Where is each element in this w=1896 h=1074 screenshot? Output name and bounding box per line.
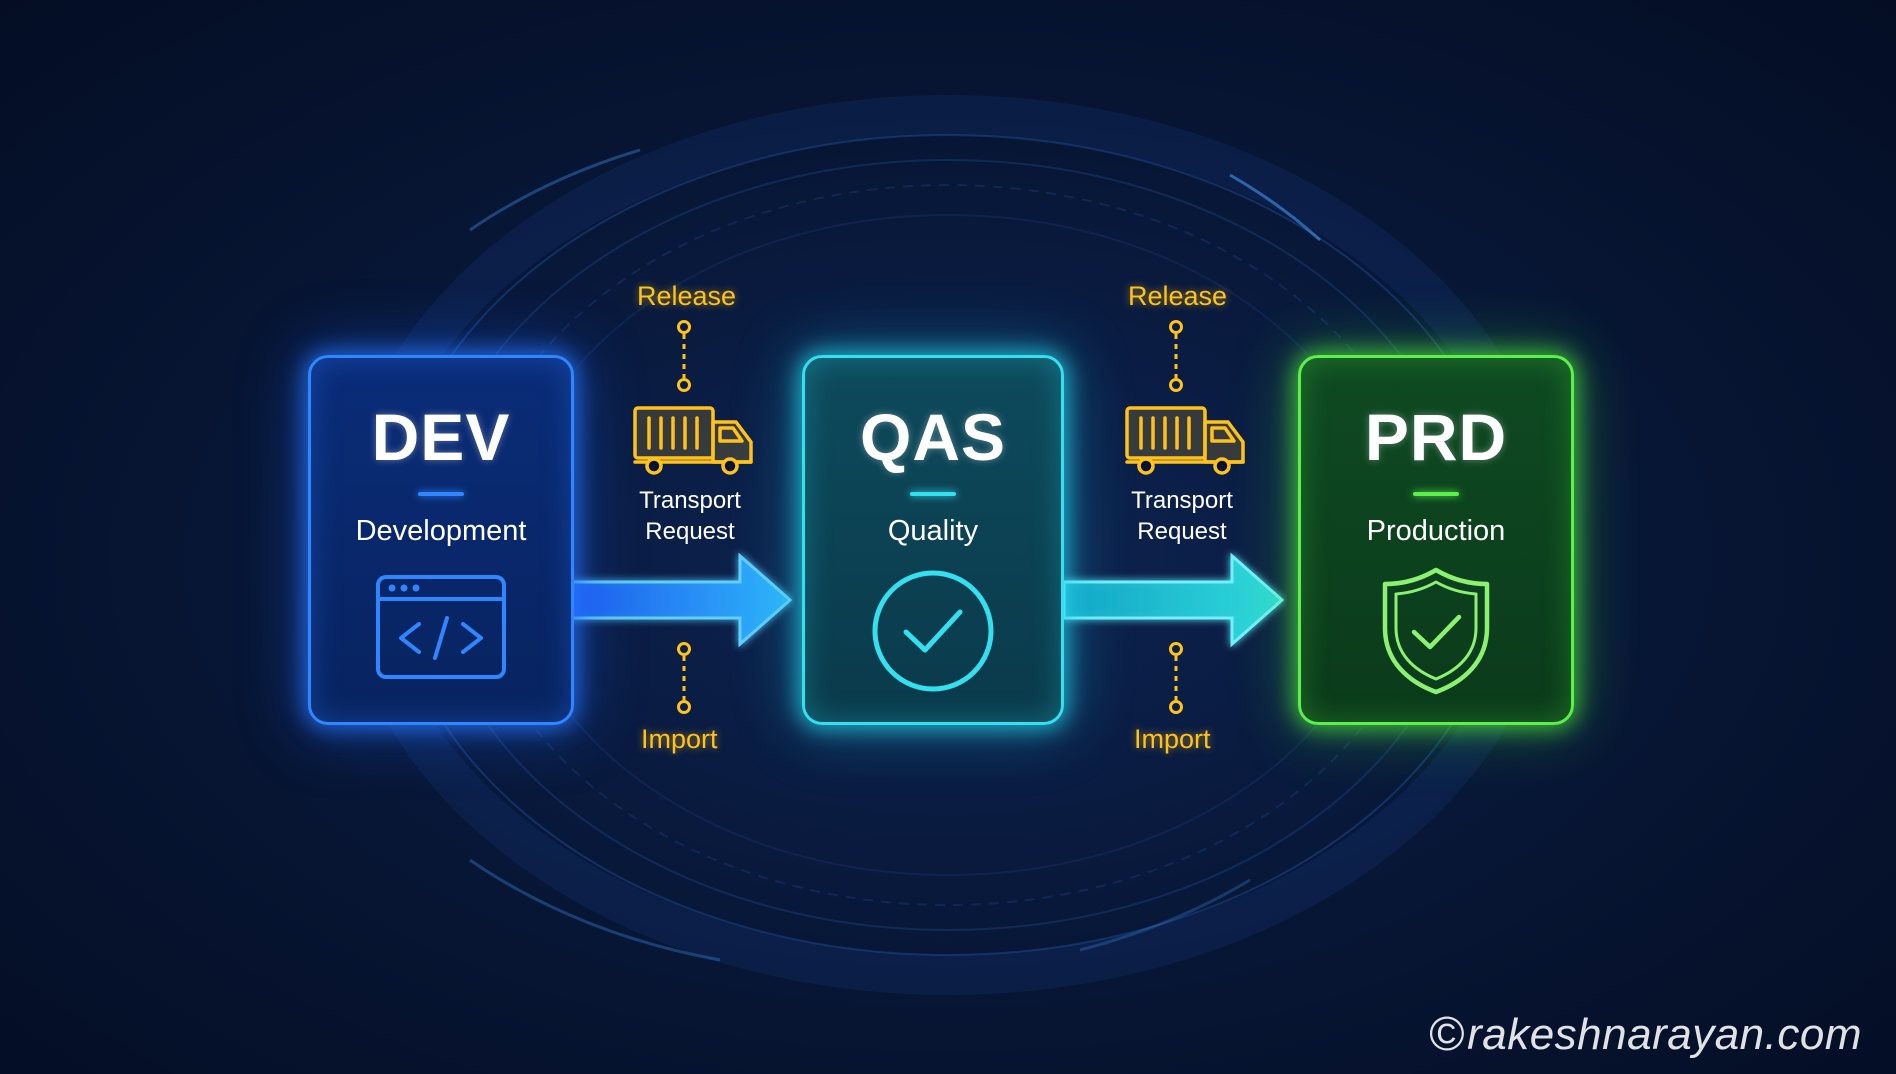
env-name: Production [1366,515,1506,547]
truck-icon [1125,406,1245,475]
env-box-prd: PRD Production [1298,355,1574,725]
env-code: DEV [371,400,511,474]
transport-request-line2: Request [645,518,735,545]
release-connector [677,320,691,392]
env-code: PRD [1364,400,1508,474]
env-code: QAS [859,400,1007,474]
shield-check-icon [1382,567,1490,695]
import-label: Import [1134,724,1211,754]
release-connector [1169,320,1183,392]
transport-request-line1: Transport [1131,487,1233,514]
env-divider [418,492,464,496]
transport-request-line1: Transport [639,487,741,514]
arrow-qas-to-prd [1062,552,1285,648]
env-divider [1413,492,1459,496]
truck-icon [633,406,753,475]
release-label: Release [1128,281,1228,311]
import-connector [1169,642,1183,714]
watermark: © rakeshnarayan.com [1429,1007,1862,1062]
transport-request-line2: Request [1137,518,1227,545]
arrow-dev-to-qas [570,552,793,648]
code-window-icon [376,575,506,679]
release-label: Release [637,281,737,311]
transport-request-label: Transport Request [1102,485,1262,547]
transport-request-label: Transport Request [610,485,770,547]
env-box-qas: QAS Quality [802,355,1064,725]
env-divider [910,492,956,496]
check-circle-icon [872,570,994,692]
copyright-symbol: © [1429,1008,1466,1061]
env-box-dev: DEV Development [308,355,574,725]
env-name: Quality [887,515,979,547]
import-connector [677,642,691,714]
watermark-text: rakeshnarayan.com [1467,1009,1862,1059]
import-label: Import [641,724,718,754]
env-name: Development [355,515,527,547]
